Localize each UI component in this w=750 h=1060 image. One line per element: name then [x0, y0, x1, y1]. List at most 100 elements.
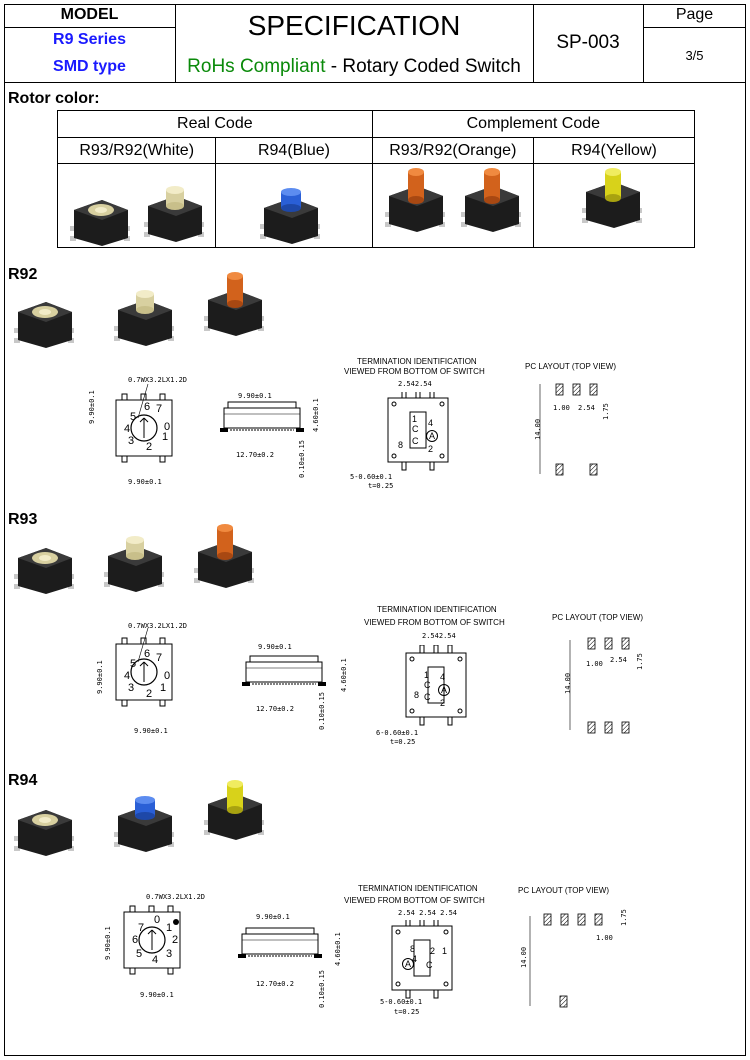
column-blue: R94(Blue) — [215, 137, 373, 164]
page-number: 3/5 — [685, 48, 704, 63]
r93-side-height: 4.60±0.1 — [340, 658, 348, 692]
dial-digit: 7 — [138, 922, 145, 934]
section-title-r92: R92 — [8, 266, 38, 283]
term-mark: 2 — [440, 698, 446, 708]
r93-pitch: 2.542.54 — [422, 632, 456, 640]
rotor-color-heading: Rotor color: — [8, 90, 100, 107]
r93-product-photos — [10, 512, 280, 612]
r92-pins: 5-0.60±0.1 — [350, 473, 393, 481]
photo-cell-blue — [215, 163, 373, 248]
switch-photo-orange — [373, 166, 532, 246]
dial-digit: 7 — [156, 403, 163, 415]
dial-digit: 1 — [166, 922, 173, 934]
dial-digit: 3 — [166, 948, 173, 960]
dial-digit: 0 — [154, 914, 161, 926]
dial-digit: 0 — [164, 670, 171, 682]
photo-cell-yellow — [533, 163, 695, 248]
r93-pc-len: 14.00 — [564, 672, 572, 694]
dial-digit: 6 — [144, 401, 151, 413]
r93-pc-title: PC LAYOUT (TOP VIEW) — [552, 613, 643, 622]
dial-digit: 4 — [152, 954, 159, 966]
r94-product-photos — [10, 774, 290, 864]
r93-height-dim: 9.90±0.1 — [96, 660, 104, 694]
dial-digit: 5 — [130, 658, 137, 670]
r92-term-title2: VIEWED FROM BOTTOM OF SWITCH — [344, 367, 485, 376]
dial-digit: 2 — [146, 441, 153, 453]
r94-side-thickness: 0.10±0.15 — [318, 970, 326, 1008]
r93-termination-view — [405, 645, 467, 726]
subtitle-text: - Rotary Coded Switch — [325, 56, 521, 77]
r92-pc-title: PC LAYOUT (TOP VIEW) — [525, 362, 616, 371]
r94-slot-dim: 0.7WX3.2LX1.2D — [146, 893, 206, 901]
r94-pitch: 2.54 2.54 2.54 — [398, 909, 458, 917]
dial-digit: 1 — [160, 682, 167, 694]
r93-pc-p: 2.54 — [610, 656, 627, 664]
page-subtitle: RoHs Compliant - Rotary Coded Switch — [175, 56, 533, 78]
term-mark: 1 — [412, 414, 418, 424]
term-mark: A — [438, 684, 451, 696]
r94-pc-title: PC LAYOUT (TOP VIEW) — [518, 886, 609, 895]
r94-top-view — [123, 905, 181, 975]
r94-side-top: 9.90±0.1 — [256, 913, 290, 921]
term-mark: 4 — [440, 672, 446, 682]
group-complement-code: Complement Code — [371, 110, 696, 138]
dial-digit: 0 — [164, 421, 171, 433]
dial-digit: 3 — [128, 682, 135, 694]
r92-pc-p: 2.54 — [578, 404, 595, 412]
term-mark: C — [412, 424, 419, 434]
r94-side-height: 4.60±0.1 — [334, 932, 342, 966]
dial-digit: 3 — [128, 435, 135, 447]
r93-term-title2: VIEWED FROM BOTTOM OF SWITCH — [364, 618, 505, 627]
r94-pc-h: 1.75 — [620, 909, 628, 926]
column-yellow: R94(Yellow) — [533, 137, 695, 164]
r93-term-title1: TERMINATION IDENTIFICATION — [377, 605, 497, 614]
switch-photo-white — [58, 166, 214, 246]
r92-pc-w: 1.00 — [553, 404, 570, 412]
r92-side-height: 4.60±0.1 — [312, 398, 320, 432]
dial-digit: 4 — [124, 670, 131, 682]
term-mark: 2 — [428, 444, 434, 454]
r94-pins: 5-0.60±0.1 — [380, 998, 423, 1006]
r92-pitch: 2.542.54 — [398, 380, 432, 388]
r93-pins: 6-0.60±0.1 — [376, 729, 419, 737]
column-orange: R93/R92(Orange) — [371, 137, 535, 164]
section-title-r94: R94 — [8, 772, 38, 789]
term-mark: 2 — [430, 946, 436, 956]
dial-digit: 6 — [144, 648, 151, 660]
switch-photo-yellow — [534, 166, 694, 246]
page-title: SPECIFICATION — [247, 10, 461, 41]
r94-term-title2: VIEWED FROM BOTTOM OF SWITCH — [344, 896, 485, 905]
r94-term-title1: TERMINATION IDENTIFICATION — [358, 884, 478, 893]
r92-pc-h: 1.75 — [602, 403, 610, 420]
term-mark: 8 — [398, 440, 404, 450]
r93-pc-w: 1.00 — [586, 660, 603, 668]
doc-number: SP-003 — [556, 32, 620, 53]
term-mark: C — [424, 680, 431, 690]
term-mark: 4 — [412, 954, 418, 964]
r93-slot-dim: 0.7WX3.2LX1.2D — [128, 622, 188, 630]
column-white: R93/R92(White) — [56, 137, 217, 164]
header-divider — [643, 4, 644, 82]
section-title-r93: R93 — [8, 511, 38, 528]
r92-top-view — [115, 383, 173, 463]
r93-pc-h: 1.75 — [636, 653, 644, 670]
header-bottom-rule — [4, 82, 746, 83]
term-mark: C — [426, 960, 433, 970]
dial-digit: 5 — [136, 948, 143, 960]
photo-cell-orange — [371, 163, 535, 248]
r93-thick: t=0.25 — [390, 738, 416, 746]
term-mark: C — [424, 692, 431, 702]
term-mark: A — [426, 430, 439, 442]
r94-side-bottom: 12.70±0.2 — [256, 980, 294, 988]
r92-slot-dim: 0.7WX3.2LX1.2D — [128, 376, 188, 384]
r92-width-dim: 9.90±0.1 — [128, 478, 162, 486]
r93-pc-layout — [569, 637, 630, 734]
r92-product-photos — [10, 268, 280, 358]
term-mark: 8 — [414, 690, 420, 700]
switch-photo-blue — [216, 166, 370, 246]
r92-termination-view — [387, 392, 449, 471]
term-mark: 8 — [410, 944, 416, 954]
r92-pc-len: 14.00 — [534, 418, 542, 440]
r94-thick: t=0.25 — [394, 1008, 420, 1016]
photo-cell-white — [56, 163, 217, 248]
